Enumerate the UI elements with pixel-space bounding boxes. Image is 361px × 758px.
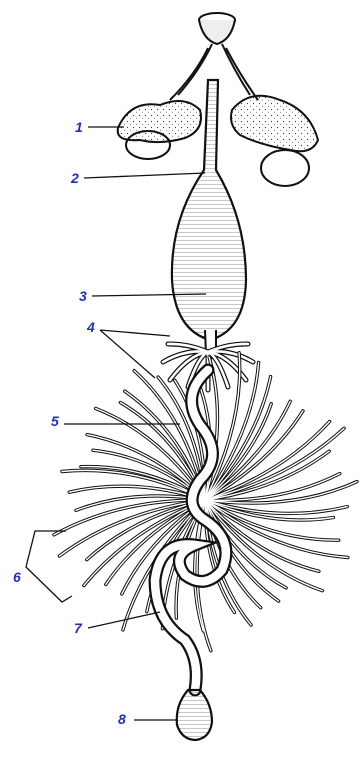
label-4: 4 — [87, 320, 95, 334]
terminal-bulb — [177, 690, 212, 740]
label-6: 6 — [13, 570, 21, 584]
label-1: 1 — [75, 120, 83, 134]
right-gland — [231, 96, 318, 186]
label-8: 8 — [118, 712, 126, 726]
label-3: 3 — [79, 289, 87, 303]
label-2: 2 — [71, 171, 79, 185]
top-cap — [199, 13, 235, 44]
left-gland — [118, 101, 201, 159]
label-5: 5 — [51, 414, 59, 428]
label-7: 7 — [74, 621, 82, 635]
